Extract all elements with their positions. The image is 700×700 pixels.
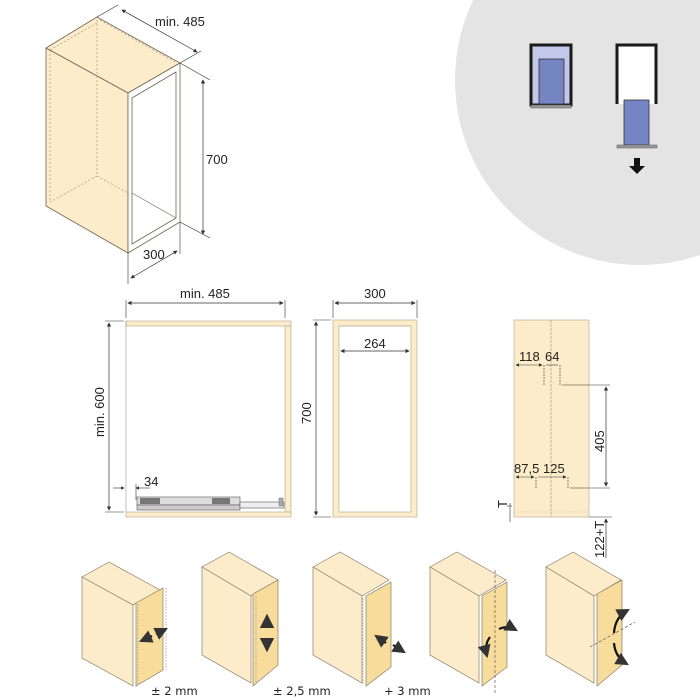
side-offset-label: 34 [144, 474, 158, 489]
front-outer-width-label: 300 [364, 286, 386, 301]
adjust-depth-figure: ± 2 mm [81, 561, 198, 698]
door-drilling-view: 118 64 87,5 125 405 122+T T [495, 319, 612, 558]
adjust-height-label: ± 2,5 mm [273, 684, 331, 698]
drill-thickness-label: T [495, 500, 510, 508]
drill-bottom-left-label: 87,5 [514, 461, 539, 476]
iso-height-label: 700 [206, 152, 228, 167]
drawer-runner [136, 496, 285, 511]
adjust-depth-label: ± 2 mm [151, 684, 198, 698]
arrow-down-icon [629, 158, 645, 174]
adjust-side-figure: + 3 mm [312, 551, 431, 698]
adjust-side-label: + 3 mm [384, 684, 431, 698]
drill-bottom-right-label: 125 [543, 461, 565, 476]
depth-adjust-icon [138, 628, 168, 643]
side-depth-label: min. 485 [180, 286, 230, 301]
front-inner-width-label: 264 [364, 336, 386, 351]
drill-bottom-offset-label: 122+T [592, 521, 607, 558]
basket-closed-icon [529, 43, 573, 109]
iso-width-label: 300 [143, 247, 165, 262]
operation-inset [455, 0, 700, 265]
drill-vertical-label: 405 [592, 430, 607, 452]
drill-top-right-label: 64 [545, 349, 559, 364]
iso-cabinet: min. 485 700 300 [45, 4, 228, 284]
side-adjust-icon [374, 634, 406, 654]
adjust-rotate-figure [429, 551, 518, 695]
adjust-height-figure: ± 2,5 mm [201, 551, 331, 698]
adjust-tilt-figure [545, 551, 636, 687]
rotate-vertical-axis-icon [477, 618, 518, 659]
tilt-horizontal-axis-icon [612, 608, 630, 666]
basket-pulled-out-icon [615, 43, 658, 149]
iso-depth-label: min. 485 [155, 14, 205, 29]
drill-top-left-label: 118 [519, 349, 540, 364]
side-view: min. 485 min. 600 34 [92, 286, 292, 518]
side-height-label: min. 600 [92, 387, 107, 437]
front-height-label: 700 [299, 402, 314, 424]
front-view: 300 264 700 [299, 286, 418, 518]
